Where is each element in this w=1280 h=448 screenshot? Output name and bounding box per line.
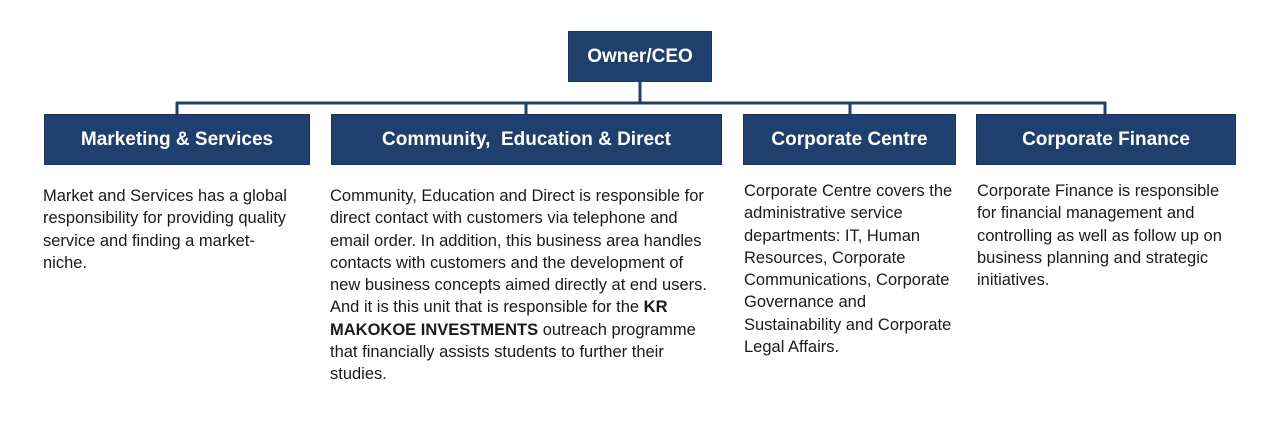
corporate-finance-title: Corporate Finance xyxy=(1022,128,1190,150)
corporate-centre-description: Corporate Centre covers the administrati… xyxy=(744,182,953,357)
community-education-direct-title: Community, Education & Direct xyxy=(382,128,671,150)
corporate-centre-title: Corporate Centre xyxy=(771,128,928,150)
corporate-finance-box: Corporate Finance xyxy=(976,114,1236,165)
corporate-finance-description: Corporate Finance is responsible for fin… xyxy=(977,182,1222,290)
community-education-direct-box: Community, Education & Direct xyxy=(331,114,722,165)
marketing-services-description: Market and Services has a global respons… xyxy=(43,187,287,272)
community-education-direct-description: Community, Education and Direct is respo… xyxy=(330,185,708,386)
owner-ceo-label: Owner/CEO xyxy=(587,45,693,67)
owner-ceo-box: Owner/CEO xyxy=(568,31,712,82)
marketing-services-box: Marketing & Services xyxy=(44,114,310,165)
community-description-part1: Community, Education and Direct is respo… xyxy=(330,187,707,317)
corporate-centre-box: Corporate Centre xyxy=(743,114,956,165)
community-description-part2: outreach programme that financially assi… xyxy=(330,320,696,384)
kr-makokoe-investments-name: KR MAKOKOE INVESTMENTS xyxy=(330,298,668,339)
marketing-services-title: Marketing & Services xyxy=(80,128,274,150)
